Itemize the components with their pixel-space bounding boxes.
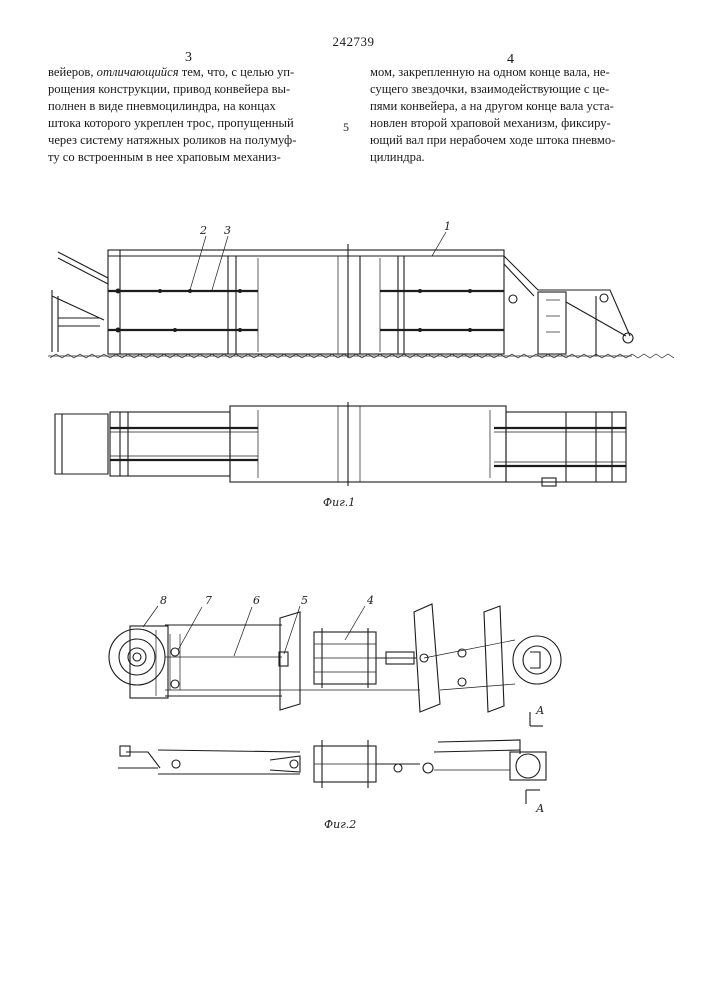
- figure-1-side-view: [48, 232, 674, 358]
- figure-2-front-view: [118, 740, 546, 804]
- figure-1-label: 1: [444, 220, 451, 233]
- line-number-marker: 5: [343, 120, 349, 135]
- figure-2-label: 5: [301, 594, 308, 607]
- text-line: рощения конструкции, привод конвейера вы…: [48, 81, 334, 98]
- text-line: через систему натяжных роликов на полуму…: [48, 132, 334, 149]
- figure-2-drawing: 8 7 6 5 4 А А: [0, 590, 707, 830]
- figure-2-top-view: [109, 604, 561, 726]
- figure-1-label: 3: [224, 224, 231, 237]
- text-line: пями конвейера, а на другом конце вала у…: [370, 98, 662, 115]
- text-line: ющий вал при нерабочем ходе штока пневмо…: [370, 132, 662, 149]
- figure-1-label: 2: [199, 224, 207, 237]
- ground-hatching: [48, 354, 674, 358]
- section-label-top: А: [535, 704, 544, 717]
- patent-number: 242739: [0, 34, 707, 50]
- figure-2-label: 8: [160, 594, 167, 607]
- text-line: сущего звездочки, взаимодействующие с це…: [370, 81, 662, 98]
- figure-2-caption: Фиг.2: [324, 818, 356, 831]
- figure-1-drawing: 2 3 1: [0, 210, 707, 520]
- figure-2-label: 6: [253, 594, 260, 607]
- section-label-bottom: А: [535, 802, 544, 815]
- text-line: ту со встроенным в нее храповым механиз-: [48, 149, 334, 166]
- left-column-text: вейеров, отличающийся тем, что, с целью …: [48, 64, 334, 166]
- text-line: штока которого укреплен трос, пропущенны…: [48, 115, 334, 132]
- figure-2-label: 7: [205, 594, 212, 607]
- figure-1-plan-view: [55, 402, 626, 486]
- text-line: полнен в виде пневмоцилиндра, на концах: [48, 98, 334, 115]
- text-line: новлен второй храповой механизм, фиксиру…: [370, 115, 662, 132]
- figure-2-label: 4: [366, 594, 374, 607]
- text-line: цилиндра.: [370, 149, 662, 166]
- right-column-text: мом, закрепленную на одном конце вала, н…: [370, 64, 662, 166]
- figure-1-caption: Фиг.1: [323, 496, 355, 509]
- text-line: вейеров, отличающийся тем, что, с целью …: [48, 64, 334, 81]
- text-line: мом, закрепленную на одном конце вала, н…: [370, 64, 662, 81]
